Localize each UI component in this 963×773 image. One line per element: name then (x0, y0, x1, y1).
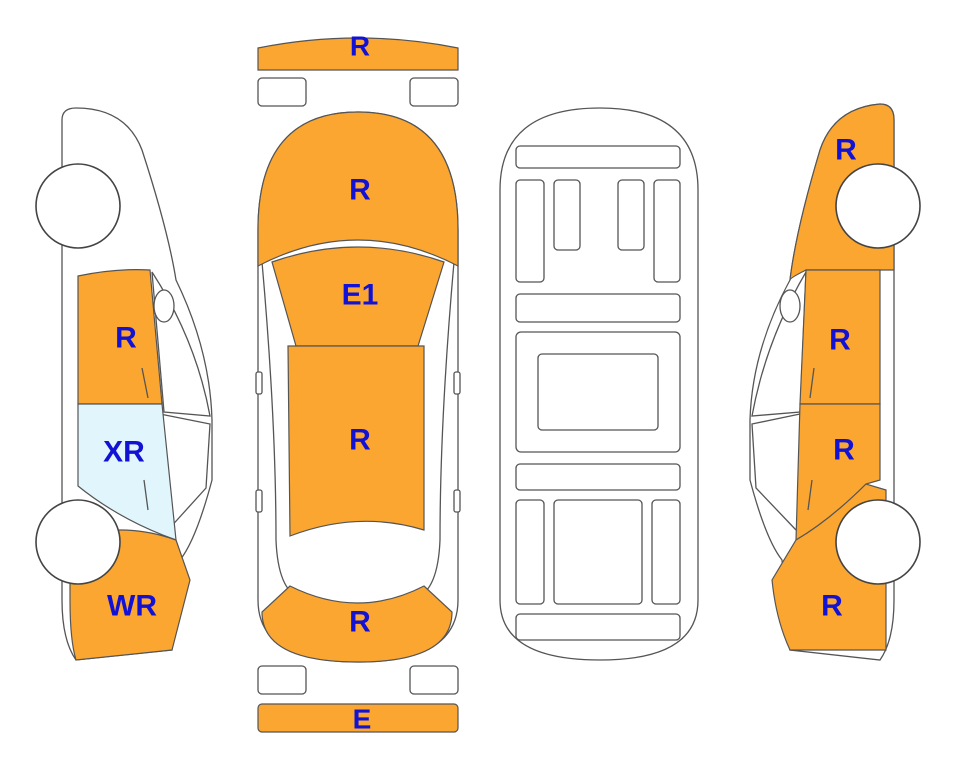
right-headlight (409, 77, 459, 107)
right-rear-door-label: R (833, 434, 855, 467)
right-front-fender-label: R (835, 134, 857, 167)
right-side-view: R R R R (749, 103, 921, 661)
roof-label: R (349, 424, 371, 457)
right-mirror (453, 371, 461, 395)
windshield-panel[interactable] (271, 246, 445, 347)
left-side-view: R XR WR (35, 107, 213, 661)
left-front-door-label: R (115, 322, 137, 355)
right-rear-window (751, 413, 801, 531)
left-rear-door-label: XR (103, 436, 145, 469)
left-front-door-panel[interactable] (77, 269, 163, 405)
left-front-handle (141, 367, 149, 399)
trunk-panel[interactable] (261, 585, 453, 663)
left-rear-window (159, 413, 211, 531)
underbody-rear-rail (515, 613, 681, 641)
right-rear-handle (453, 489, 461, 513)
left-rear-handle (255, 489, 263, 513)
rear-bumper-panel[interactable] (257, 703, 459, 733)
hood-label: R (349, 174, 371, 207)
right-taillight (409, 665, 459, 695)
left-mirror-side (153, 289, 175, 323)
left-rear-wheel (35, 499, 121, 585)
underbody-crossmember-front (515, 293, 681, 323)
left-mirror (255, 371, 263, 395)
underbody-front-right (653, 179, 681, 283)
front-bumper-label: R (350, 31, 370, 62)
right-front-handle (809, 367, 815, 399)
right-body-line (415, 261, 455, 599)
top-view: R R E1 R R E (255, 31, 461, 735)
underbody-front-rail (515, 145, 681, 169)
left-rear-handle-side (143, 479, 149, 511)
right-rear-handle-side (807, 479, 813, 511)
underbody-rear-left (515, 499, 545, 605)
underbody-rear-mid (553, 499, 643, 605)
underbody-view (499, 107, 699, 661)
left-rear-quarter-label: WR (107, 590, 157, 623)
right-front-window (751, 271, 807, 417)
left-body-line (261, 261, 301, 599)
rear-bumper-label: E (353, 704, 372, 735)
front-bumper-panel[interactable] (257, 37, 459, 71)
roof-panel[interactable] (287, 345, 425, 537)
hood-panel[interactable] (257, 111, 459, 267)
underbody-front-left (515, 179, 545, 283)
underbody-tunnel (537, 353, 659, 431)
trunk-label: R (349, 606, 371, 639)
right-front-wheel (835, 163, 921, 249)
right-mirror-side (779, 289, 801, 323)
right-front-door-label: R (829, 324, 851, 357)
left-taillight (257, 665, 307, 695)
underbody-front-mid-right (617, 179, 645, 251)
right-rear-wheel (835, 499, 921, 585)
windshield-label: E1 (342, 279, 379, 312)
underbody-crossmember-rear (515, 463, 681, 491)
left-headlight (257, 77, 307, 107)
left-front-wheel (35, 163, 121, 249)
underbody-front-mid-left (553, 179, 581, 251)
right-rear-quarter-label: R (821, 590, 843, 623)
underbody-rear-right (651, 499, 681, 605)
